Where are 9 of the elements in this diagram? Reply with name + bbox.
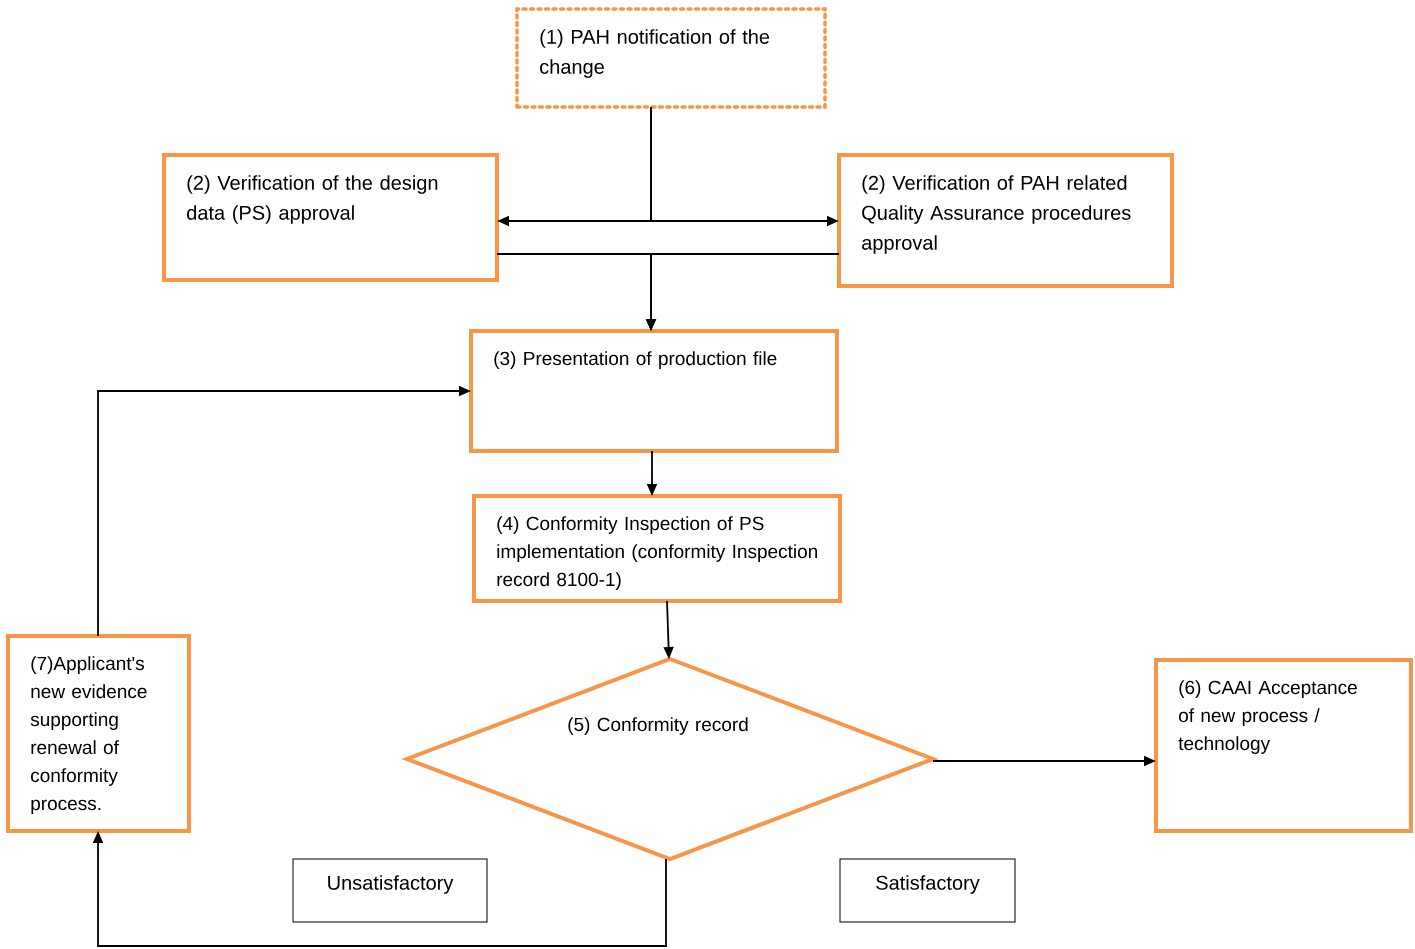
process-box: (2) Verification of the design data (PS) approval xyxy=(162,153,499,282)
outcome-box: Unsatisfactory xyxy=(292,858,488,923)
outcome-box: Satisfactory xyxy=(839,858,1016,923)
process-box: (3) Presentation of production file xyxy=(469,329,839,453)
process-box: (1) PAH notification of the change xyxy=(515,7,827,109)
process-box: (4) Conformity Inspection of PS implementation (conformity Inspection record 8100-1) xyxy=(472,494,842,603)
process-box: (2) Verification of PAH related Quality Assurance procedures approval xyxy=(837,153,1174,288)
process-box: (6) CAAI Acceptance of new process / technology xyxy=(1154,658,1413,833)
process-box: (7)Applicant's new evidence supporting renewal of conformity process. xyxy=(6,634,191,833)
